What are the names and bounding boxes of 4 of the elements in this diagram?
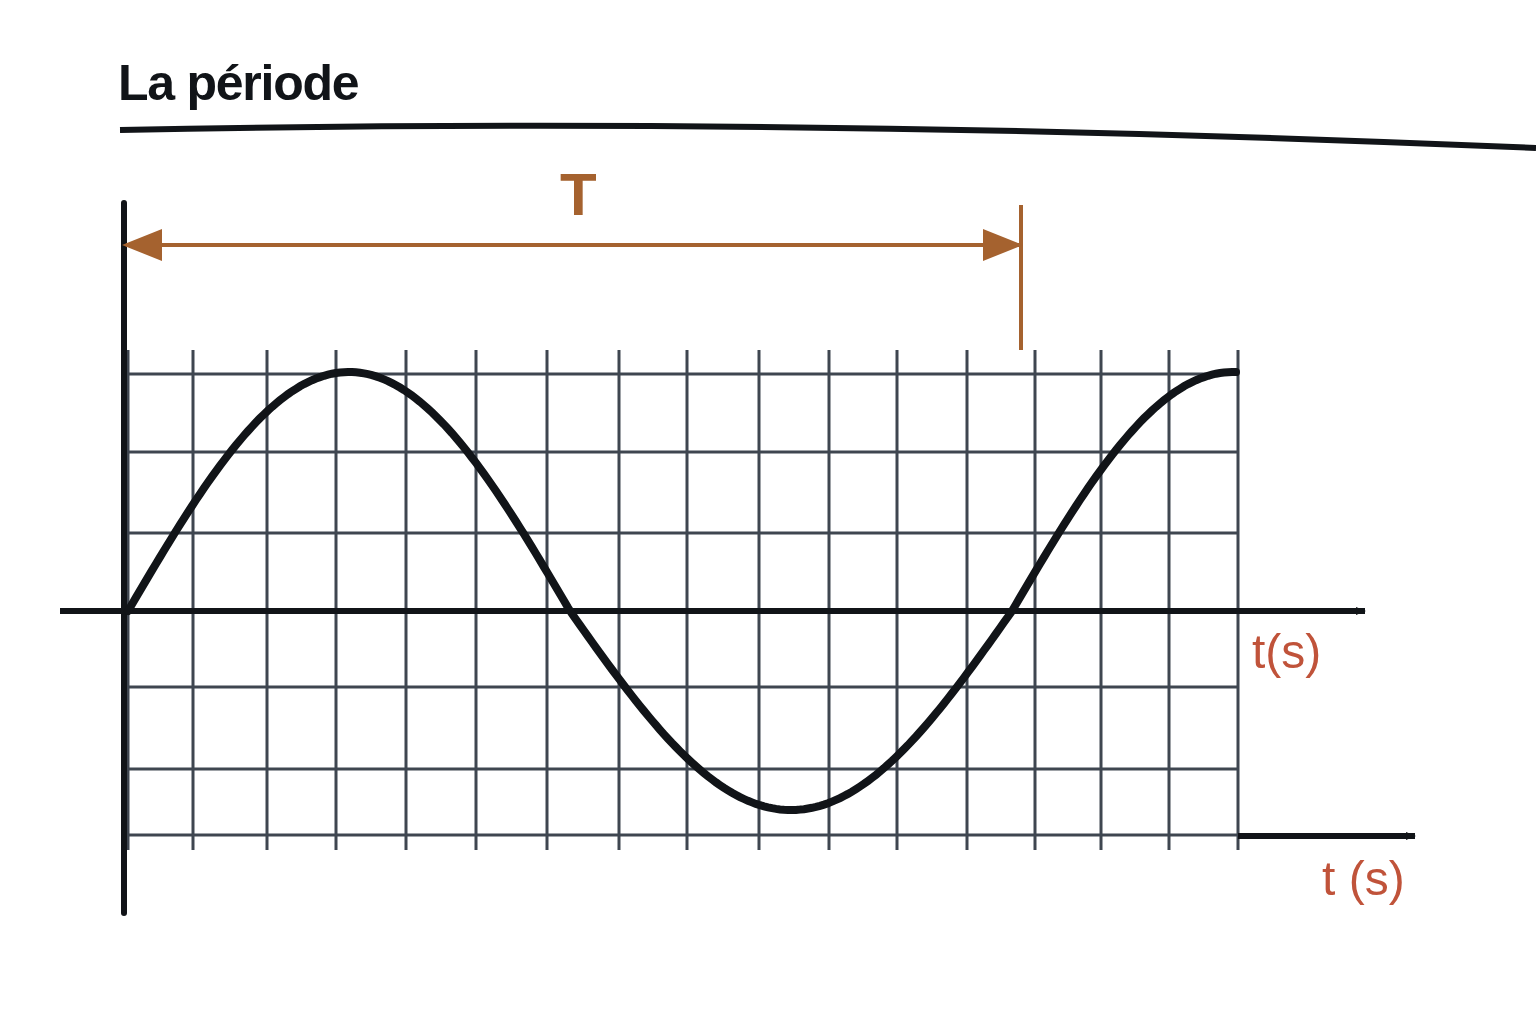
period-label: T <box>560 165 597 225</box>
axis-label: t (s) <box>1322 855 1405 903</box>
title: La période <box>118 58 359 108</box>
axis-label: t(s) <box>1252 628 1322 676</box>
